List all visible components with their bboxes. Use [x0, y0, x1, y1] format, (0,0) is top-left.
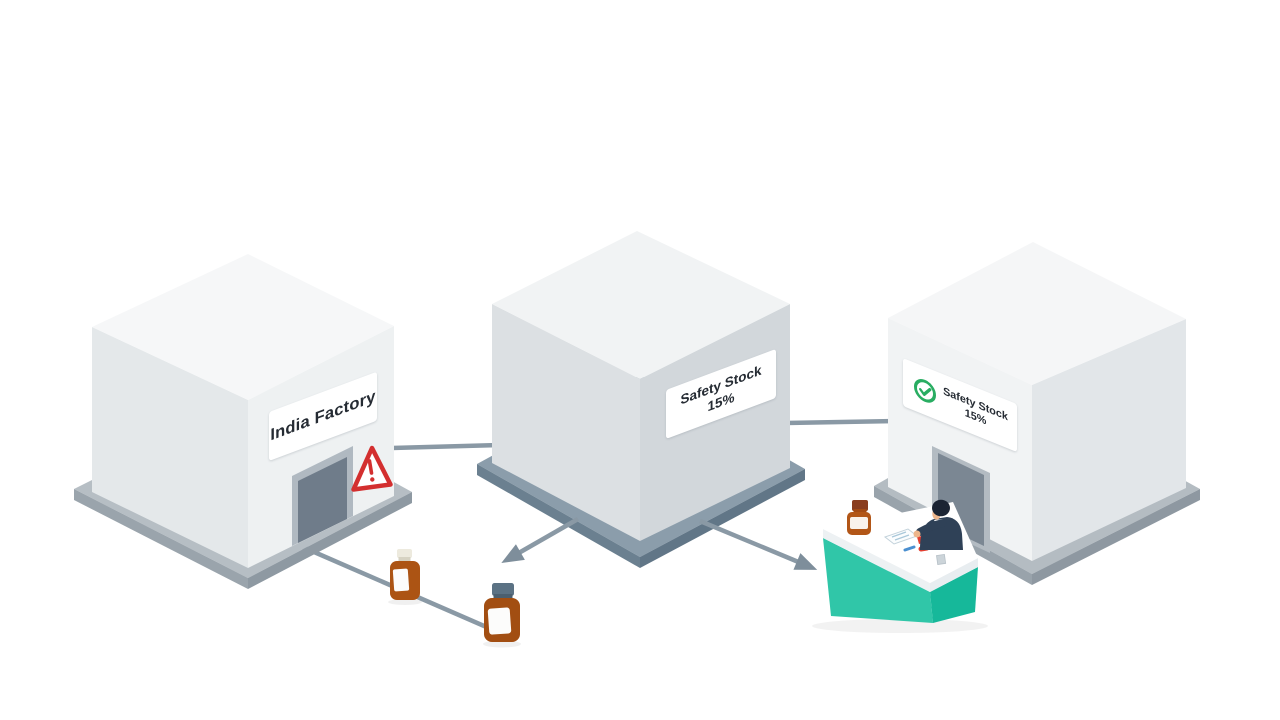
- pharmacist-arm: [916, 519, 947, 536]
- check-circle-icon: [914, 379, 937, 403]
- right-wall-right: [1032, 319, 1186, 561]
- right-warehouse-sign: Safety Stock 15%: [903, 358, 1017, 453]
- factory-wall-left: [92, 327, 248, 568]
- mid-base-edge-right: [640, 469, 805, 568]
- pharmacy-counter: [812, 502, 988, 633]
- counter-lip-front: [823, 529, 930, 592]
- distribution-arrow-left: [501, 517, 580, 563]
- right-base-edge-right: [1032, 489, 1200, 585]
- pharmacist-hand: [913, 530, 921, 538]
- mid-wall-left: [492, 304, 640, 541]
- medicine-bottle-counter: [847, 500, 871, 535]
- distribution-arrow-right: [699, 518, 818, 570]
- medicine-bottle-large: [483, 583, 521, 648]
- medicine-bottle-small: [388, 549, 422, 605]
- route-mid-to-right: [785, 418, 897, 426]
- route-factory-to-mid: [391, 442, 501, 451]
- pharmacist-hair: [932, 499, 950, 517]
- factory-roof: [92, 254, 394, 400]
- counter-side-face: [930, 567, 978, 623]
- factory-base-edge-right: [248, 492, 412, 589]
- factory-door: [292, 446, 353, 546]
- right-roof: [888, 242, 1186, 385]
- factory-base-edge-left: [74, 489, 248, 589]
- mid-base-edge-left: [477, 464, 640, 568]
- pharmacist-figure: [913, 499, 963, 550]
- document-on-counter: [883, 528, 919, 552]
- mid-roof: [492, 231, 790, 379]
- counter-lip-side: [930, 558, 978, 592]
- counter-front-face: [823, 538, 933, 623]
- factory-building: [74, 254, 412, 589]
- warning-triangle-icon: [351, 445, 393, 492]
